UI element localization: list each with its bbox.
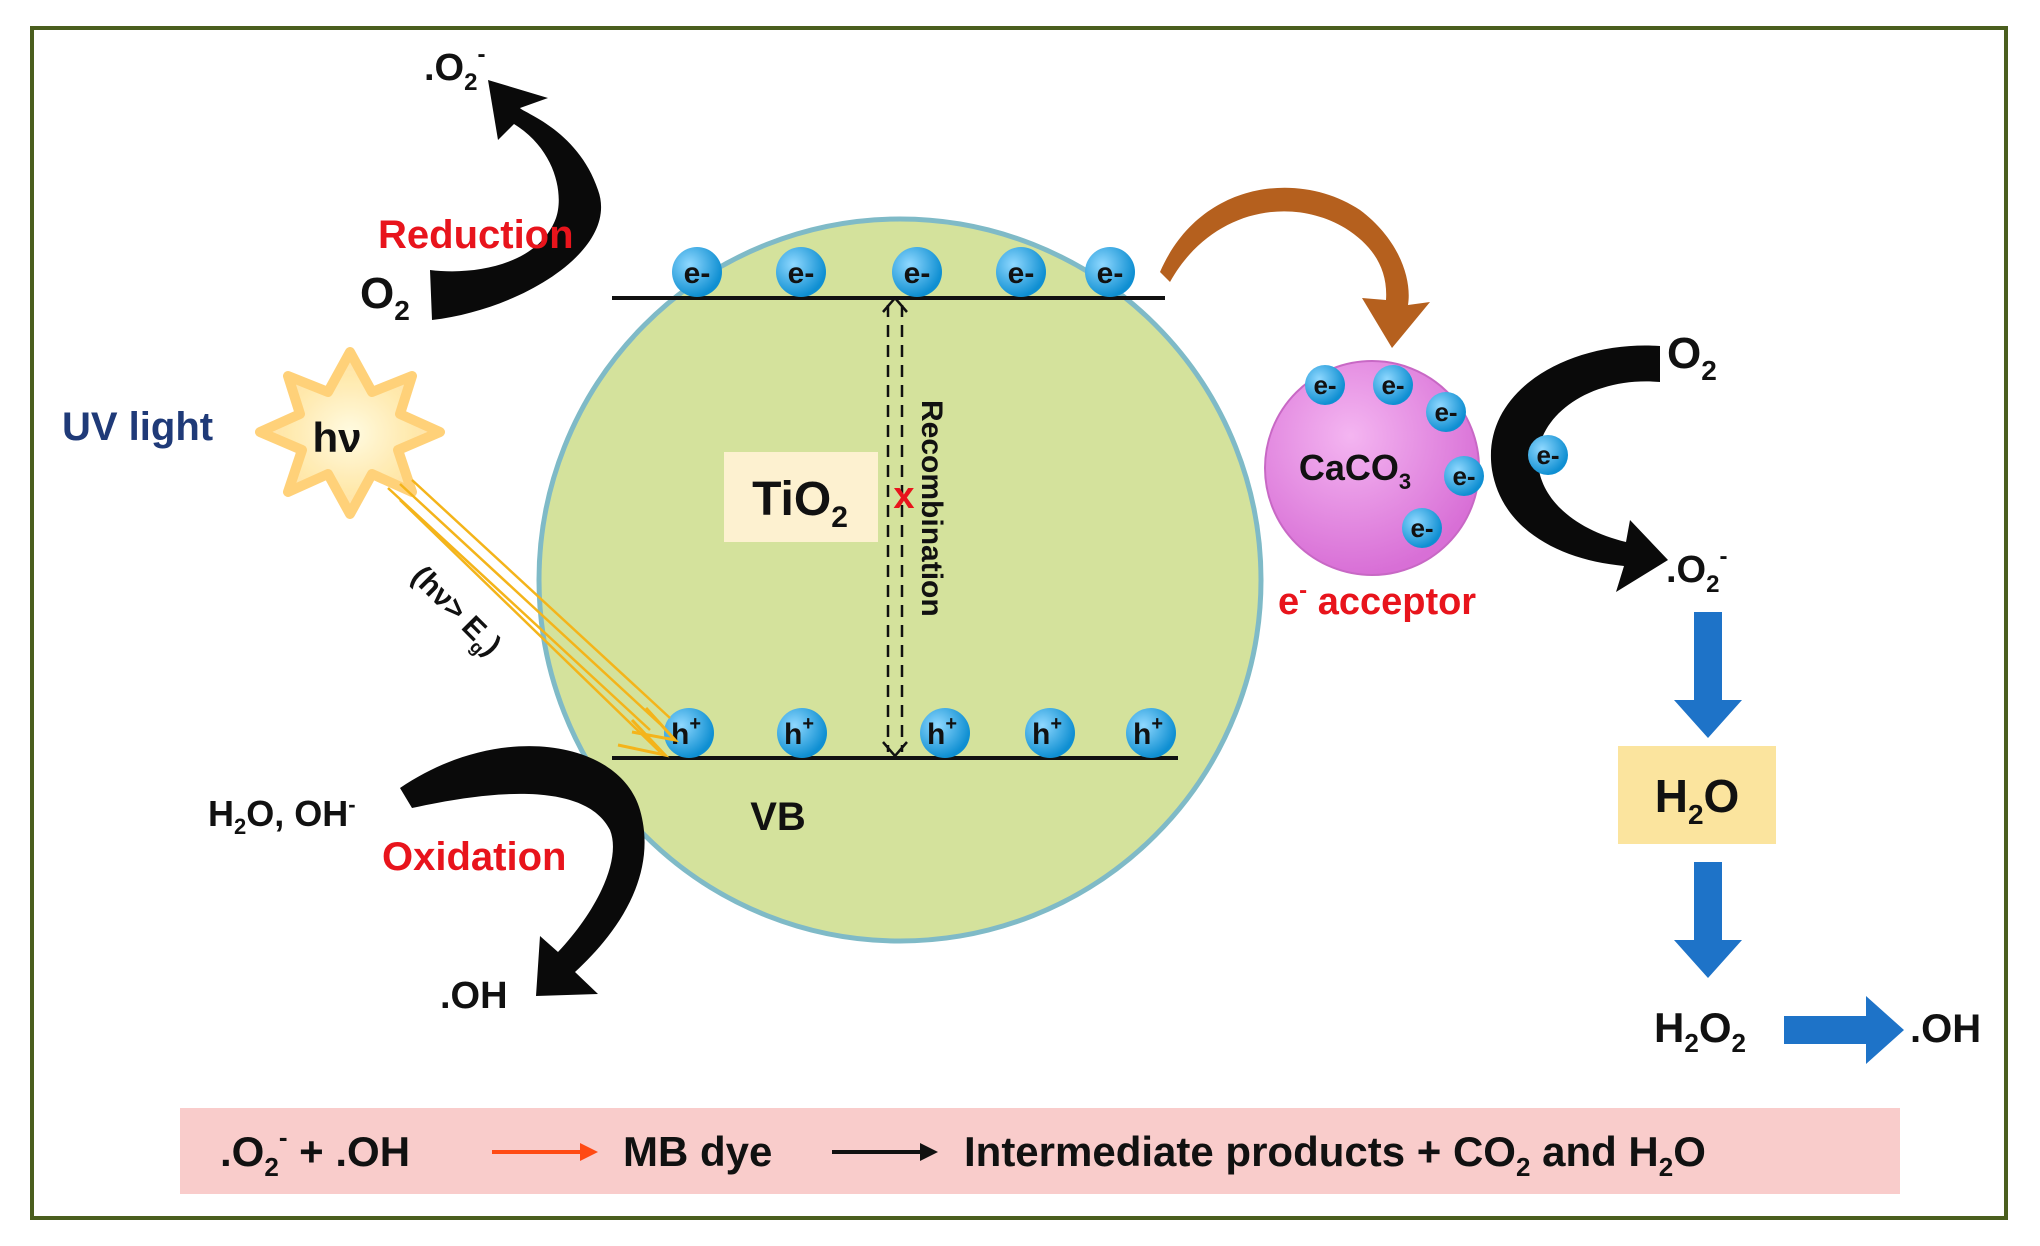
electron: e-: [892, 247, 942, 297]
h2o-box: [1618, 746, 1776, 844]
h2o-box-label: H2O: [1655, 770, 1740, 830]
svg-text:e-: e-: [684, 257, 711, 290]
cb-electrons: e- e- e- e- e-: [672, 247, 1135, 297]
electron: e-: [1085, 247, 1135, 297]
reduction-arrow: [430, 80, 602, 320]
blue-arrow-down-2: [1674, 862, 1742, 978]
oh-radical-right-label: .OH: [1910, 1007, 1981, 1051]
vb-label: VB: [750, 795, 806, 839]
hole: h+: [920, 708, 970, 758]
electron: e-: [1402, 508, 1442, 548]
o2-radical-right-label: .O2-: [1666, 543, 1727, 598]
electron: e-: [1373, 365, 1413, 405]
caco3-label: CaCO3: [1299, 447, 1411, 494]
equation-products: Intermediate products + CO2 and H2O: [964, 1128, 1706, 1182]
hv-label: hν: [312, 414, 361, 461]
free-electron: e-: [1528, 435, 1568, 475]
svg-text:e-: e-: [788, 257, 815, 290]
o2-radical-top-label: .O2-: [424, 41, 485, 96]
o2-left-label: O2: [360, 269, 410, 326]
recombination-arrows: [882, 296, 908, 758]
hole: h+: [777, 708, 827, 758]
blue-arrow-down-1: [1674, 612, 1742, 738]
equation-box: [180, 1108, 1900, 1194]
equation-arrow-1: [492, 1143, 598, 1161]
svg-text:e-: e-: [1381, 370, 1404, 400]
reduction-label: Reduction: [378, 213, 574, 257]
vb-holes: h+ h+ h+ h+ h+: [664, 708, 1176, 758]
uv-light-rays: [387, 479, 680, 758]
equation-arrow-2: [832, 1143, 938, 1161]
equation-middle: MB dye: [623, 1128, 772, 1175]
tio2-label-box: [724, 452, 878, 542]
electron: e-: [1426, 392, 1466, 432]
svg-text:e-: e-: [1008, 257, 1035, 290]
svg-text:e-: e-: [1313, 370, 1336, 400]
oxidation-label: Oxidation: [382, 835, 566, 879]
o2-reduction-arrow: [1490, 345, 1668, 592]
hole: h+: [1126, 708, 1176, 758]
blue-arrow-right: [1784, 996, 1904, 1064]
svg-text:e-: e-: [1097, 257, 1124, 290]
electron: e-: [1444, 456, 1484, 496]
equation-reactants: .O2- + .OH: [220, 1122, 410, 1182]
tio2-label: TiO2: [752, 473, 848, 534]
recombination-label: Recombination: [915, 400, 948, 617]
sun-burst-icon: [255, 347, 445, 519]
svg-text:h+: h+: [1032, 713, 1062, 751]
recombination-blocked-mark: x: [893, 475, 914, 517]
electron: e-: [1305, 365, 1345, 405]
oxidation-arrow: [400, 746, 645, 996]
oh-radical-left-label: .OH: [440, 975, 508, 1017]
svg-text:h+: h+: [784, 713, 814, 751]
tio2-particle: [536, 216, 1264, 944]
uv-light-label: UV light: [62, 405, 213, 449]
caco3-electrons: e- e- e- e- e-: [1305, 365, 1484, 548]
electron: e-: [996, 247, 1046, 297]
h2o2-label: H2O2: [1654, 1004, 1746, 1058]
electron-transfer-arrow: [1160, 187, 1430, 348]
hole: h+: [664, 708, 714, 758]
svg-text:e-: e-: [1536, 440, 1559, 470]
svg-text:h+: h+: [927, 713, 957, 751]
electron: e-: [776, 247, 826, 297]
svg-text:h+: h+: [1133, 713, 1163, 751]
svg-text:e-: e-: [904, 257, 931, 290]
o2-right-label: O2: [1667, 329, 1717, 386]
svg-text:e-: e-: [1434, 397, 1457, 427]
svg-text:e-: e-: [1452, 461, 1475, 491]
svg-text:e-: e-: [1410, 513, 1433, 543]
electron: e-: [672, 247, 722, 297]
hole: h+: [1025, 708, 1075, 758]
e-acceptor-label: e- acceptor: [1278, 577, 1476, 623]
svg-text:h+: h+: [671, 713, 701, 751]
h2o-oh-label: H2O, OH-: [208, 792, 356, 839]
